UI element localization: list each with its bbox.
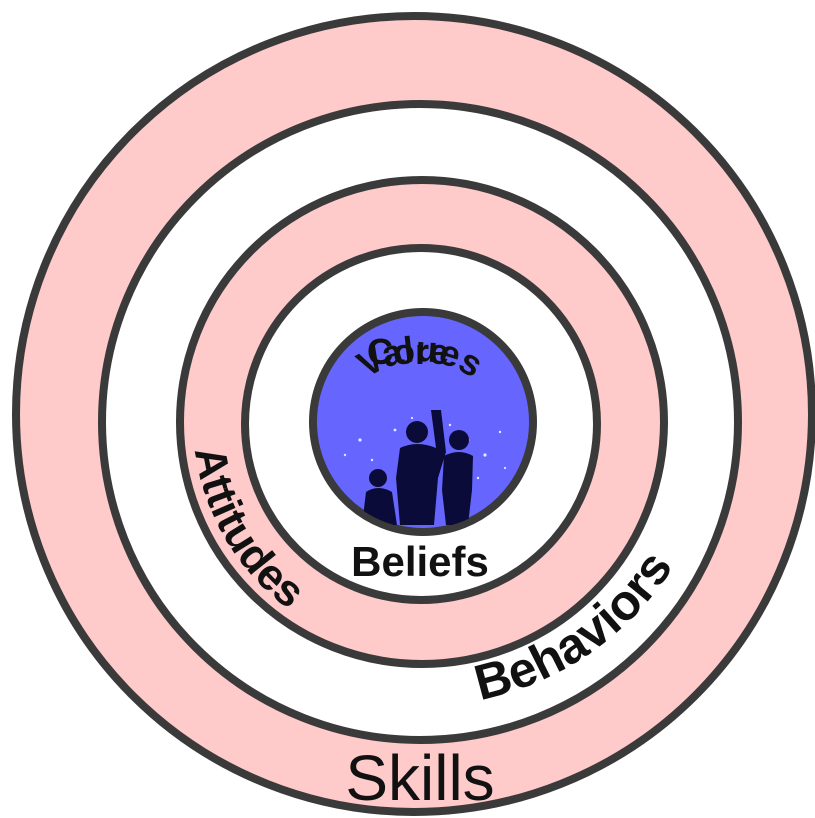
skills-label: Skills [345,742,494,814]
beliefs-label: Beliefs [351,538,489,585]
